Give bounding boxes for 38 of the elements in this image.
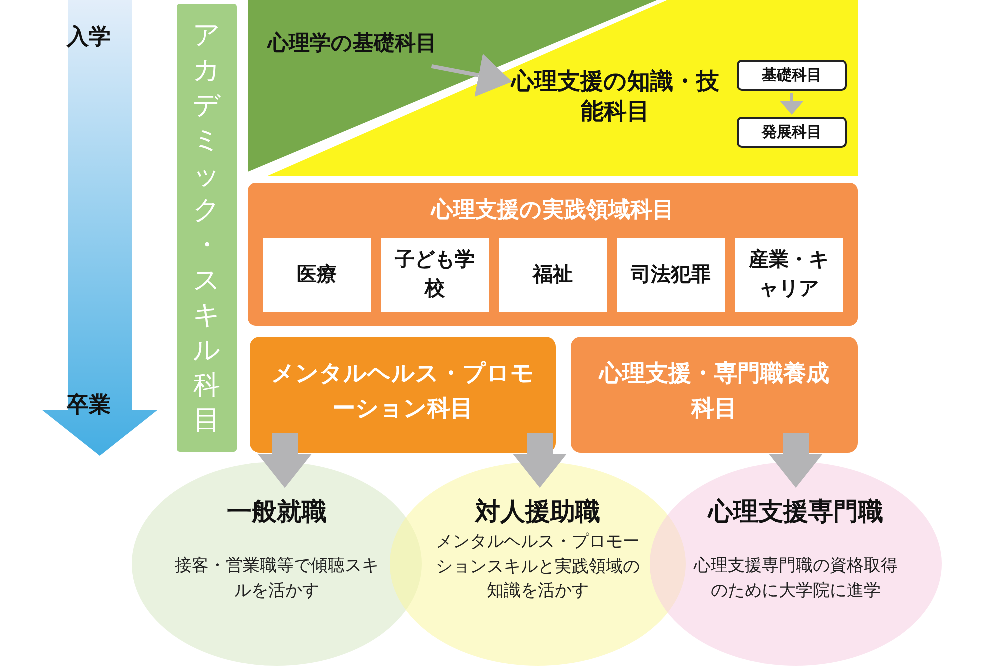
field-label: 医療 [296,260,338,288]
card-title: メンタルヘルス・プロモーション科目 [270,360,536,424]
course-label: 発展科目 [760,123,823,142]
circle-text: メンタルヘルス・プロモーションスキルと実践領域の知識を活かす [435,531,641,604]
arrow [258,433,312,488]
arrow [431,54,512,98]
field-box [617,238,725,312]
field-label: 司法犯罪 [630,260,712,288]
panel-title: 心理学の基礎科目 [268,30,437,57]
course-box [737,117,847,148]
field-box [735,238,843,312]
arrow [780,93,804,115]
course-label: 基礎科目 [761,66,823,86]
timeline-label: 卒業 [67,392,111,420]
circle-text: 接客・営業職等で傾聴スキルを活かす [174,555,380,603]
field-label: 福祉 [531,260,574,288]
field-label: 子ども学校 [394,246,476,302]
circle-text: 心理支援専門職の資格取得のために大学院に進学 [692,555,899,603]
arrow [769,433,823,488]
course-bar [177,4,237,452]
field-label: 産業・キャリア [748,246,830,302]
panel-title: 心理支援の知識・技能科目 [510,68,720,127]
triangle-panel [268,0,858,176]
card-title: 心理支援・専門職養成科目 [598,360,830,424]
course-card [571,337,858,453]
course-group-panel [248,183,858,326]
group-title: 心理支援の実践領域科目 [430,197,676,225]
arrow [513,433,567,488]
course-box [737,60,847,91]
circle-title: 一般就職 [226,496,328,528]
field-box [381,238,489,312]
bar-title: アカデミック・スキル科目 [192,19,222,438]
circle-title: 対人援助職 [474,496,602,528]
field-box [499,238,607,312]
field-box [263,238,371,312]
circle-title: 心理支援専門職 [706,496,884,528]
timeline-label: 入学 [67,24,111,52]
course-card [250,337,556,453]
